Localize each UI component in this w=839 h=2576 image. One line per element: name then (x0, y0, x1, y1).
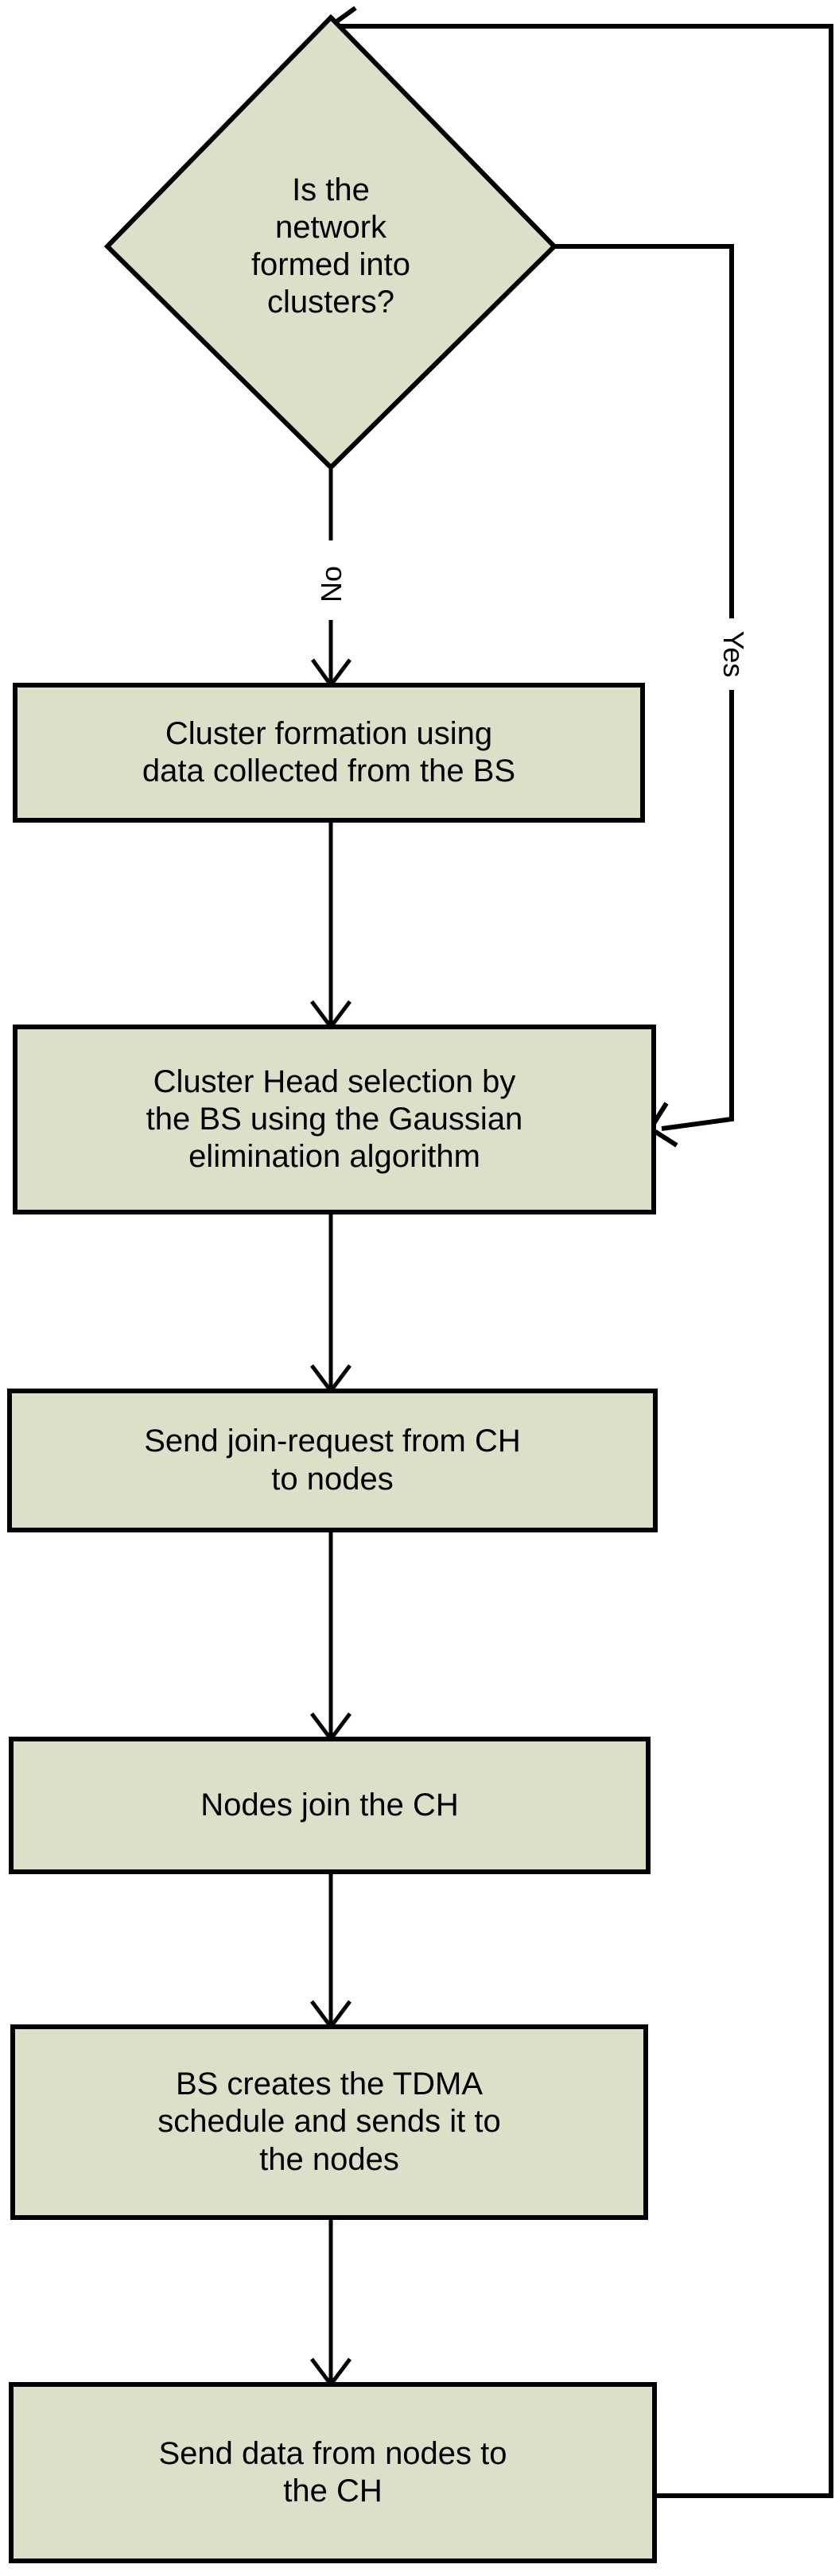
edge-join-to-nodesjoin (310, 1530, 352, 1743)
node-bs-creates-tdma[interactable] (10, 2024, 648, 2220)
edge-label-yes: Yes (715, 618, 752, 690)
node-cluster-head-selection[interactable] (13, 1025, 656, 1214)
node-send-join-request[interactable] (7, 1389, 658, 1532)
node-decision-network-clustered[interactable] (103, 14, 558, 471)
edge-nodesjoin-to-tdma (310, 1872, 352, 2031)
edge-label-no: No (313, 556, 350, 613)
edge-formation-to-selection (310, 820, 352, 1031)
node-send-data-to-ch[interactable] (9, 2382, 657, 2563)
edge-tdma-to-senddata (310, 2218, 352, 2388)
edge-selection-to-join (310, 1212, 352, 1395)
node-cluster-formation[interactable] (13, 683, 645, 823)
node-nodes-join-ch[interactable] (9, 1737, 651, 1874)
